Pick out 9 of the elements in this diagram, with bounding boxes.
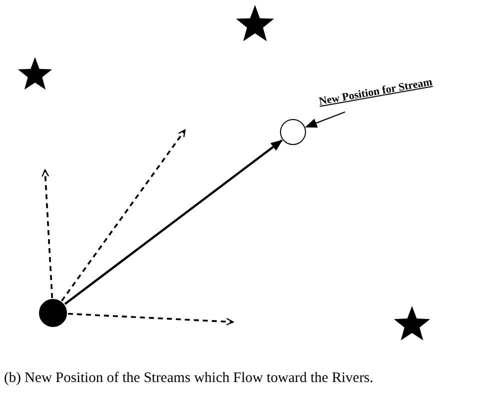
arrow xyxy=(64,140,283,305)
dashed-arrow xyxy=(68,312,234,326)
dashed-arrow xyxy=(61,129,186,302)
callout-label: New Position for Stream xyxy=(318,76,434,108)
filled-circle xyxy=(39,299,67,327)
hollow-circle xyxy=(280,119,306,145)
dashed-arrow xyxy=(42,169,54,298)
caption: (b) New Position of the Streams which Flow toward the Rivers. xyxy=(4,370,374,387)
leader-line xyxy=(304,111,346,128)
